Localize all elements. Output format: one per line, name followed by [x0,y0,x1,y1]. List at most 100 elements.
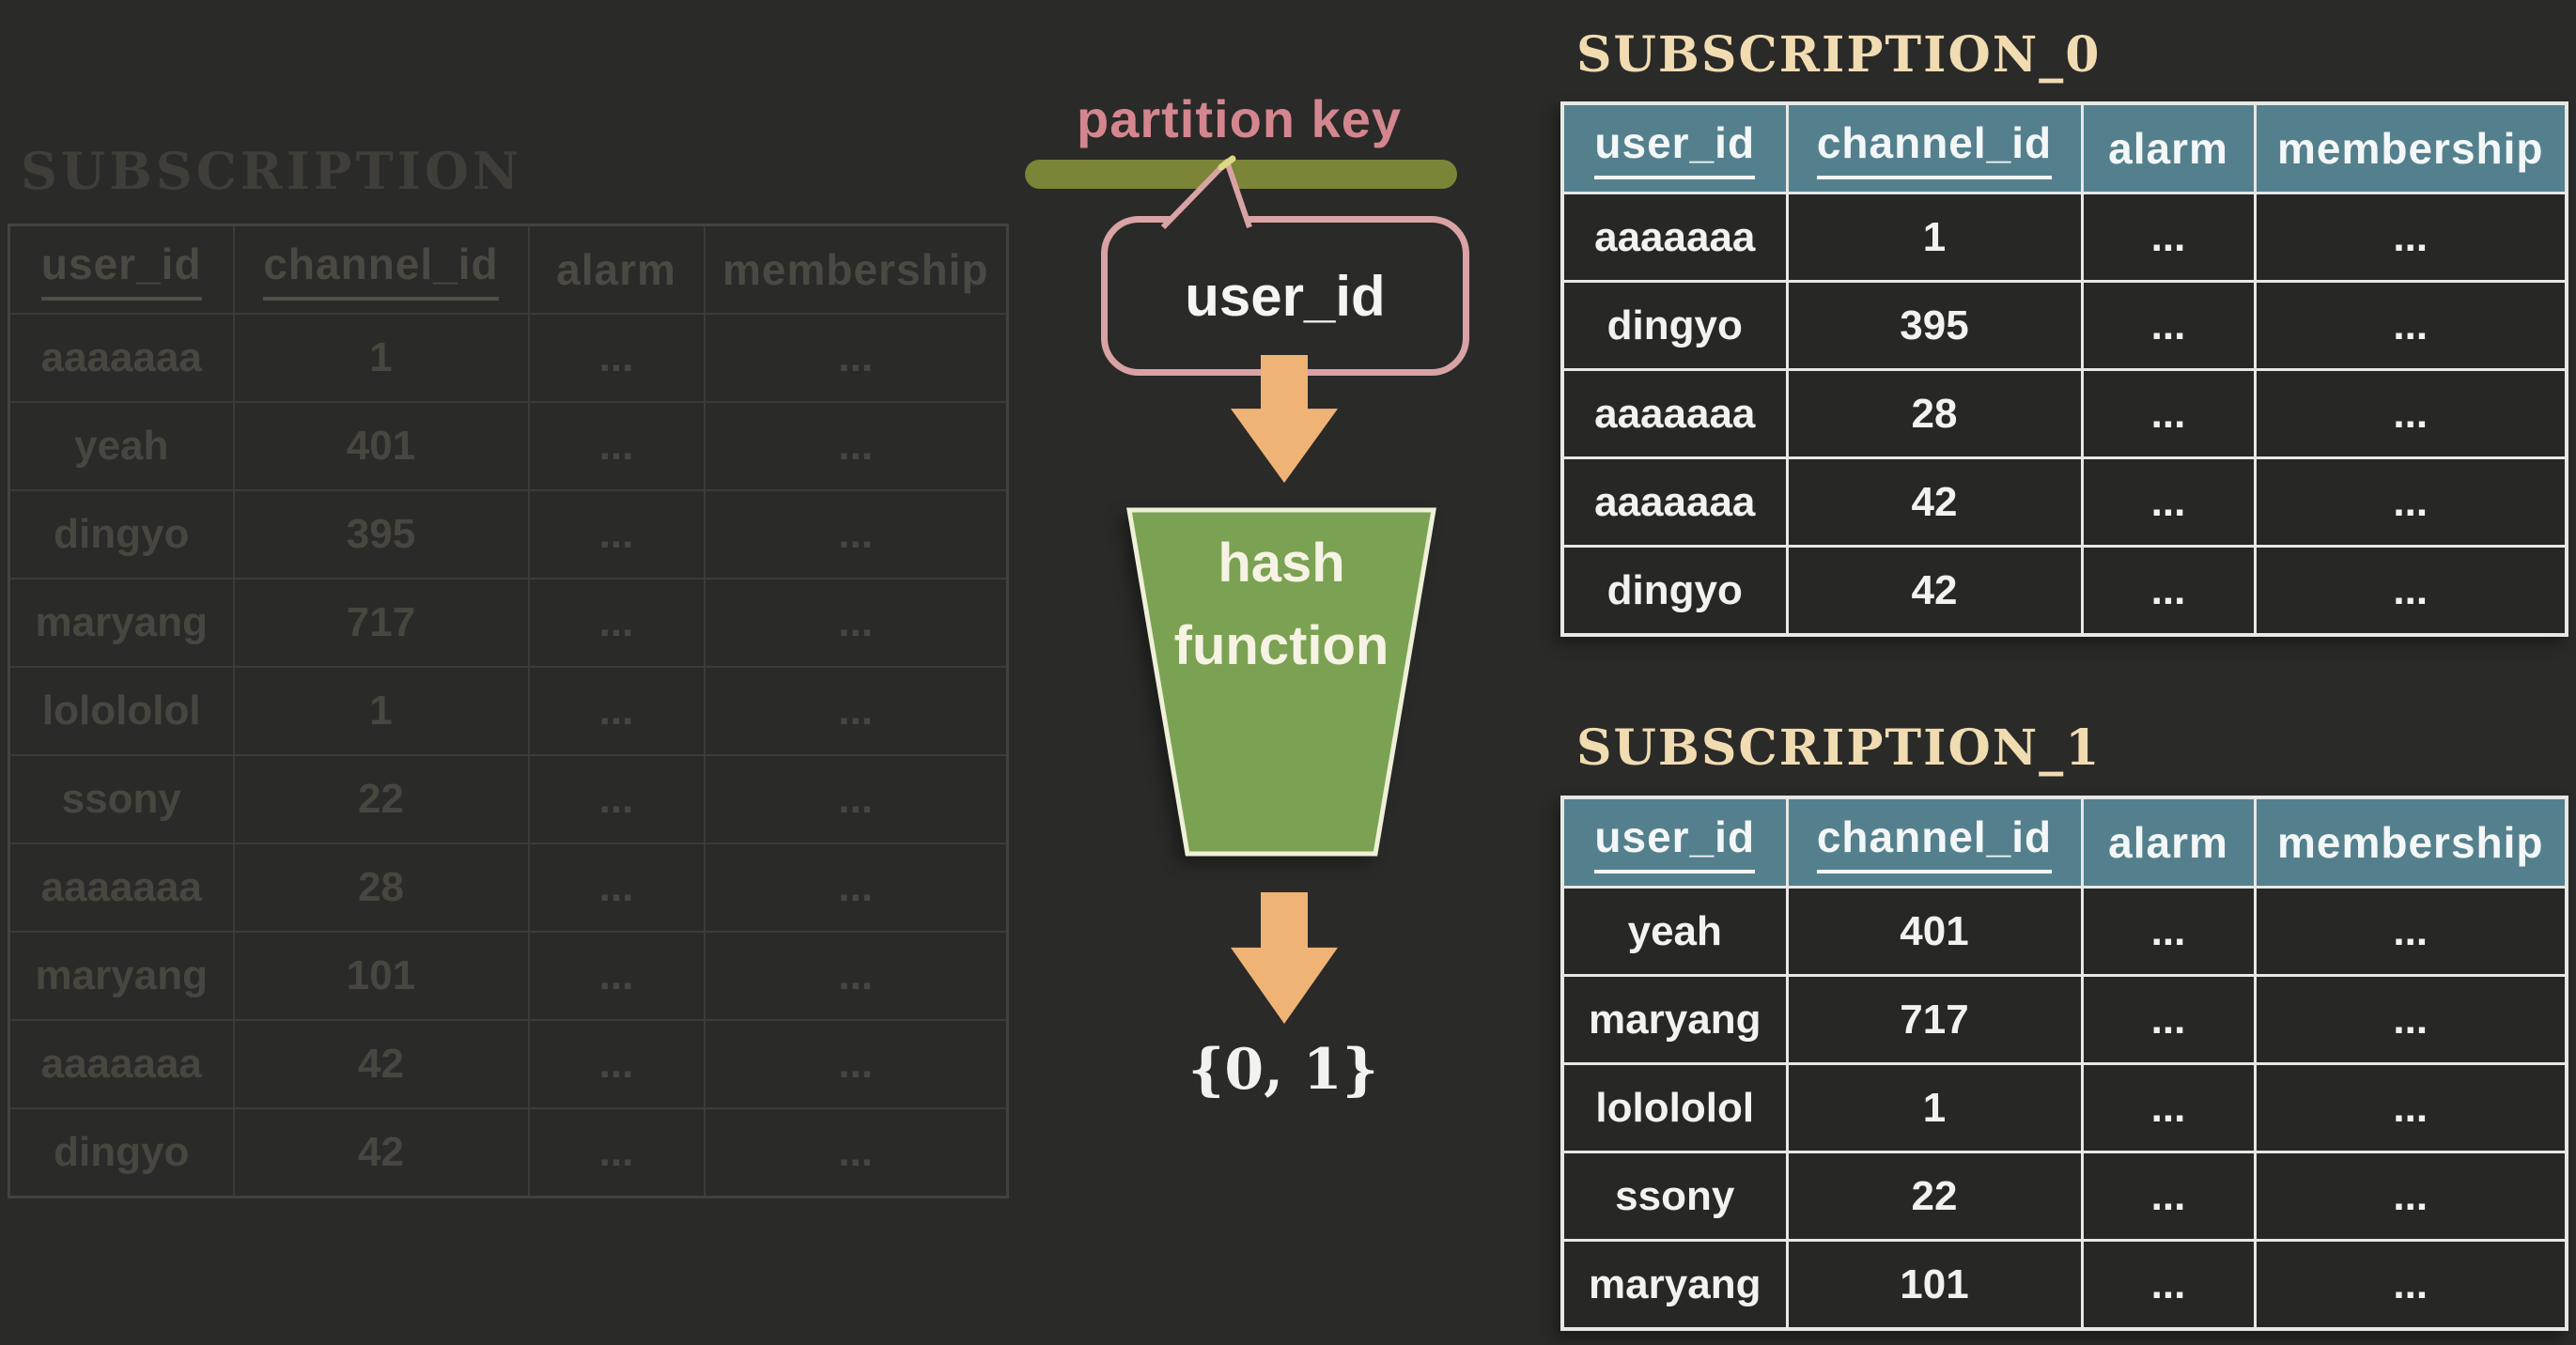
table-cell: ... [2253,1151,2568,1242]
table-cell: ... [703,843,1009,933]
hash-function-label: hash function [1173,533,1389,676]
column-header-membership: membership [2253,796,2568,889]
table-cell: aaaaaaa [8,313,235,403]
table-cell: ... [527,1107,706,1198]
table-cell: ... [2080,368,2257,459]
column-header-membership: membership [2253,101,2568,194]
table-cell: maryang [1560,974,1789,1065]
table-cell: 42 [1785,456,2084,548]
table-cell: 717 [232,578,530,668]
table-cell: 42 [1785,545,2084,637]
left-table-title: SUBSCRIPTION [21,141,523,201]
column-header-channel_id: channel_id [232,224,530,315]
table-cell: ... [527,578,706,668]
table-cell: ... [2080,280,2257,371]
partition-key-label: partition key [1077,89,1402,148]
table-cell: ... [2253,545,2568,637]
table-cell: aaaaaaa [1560,192,1789,283]
table-cell: 22 [232,754,530,844]
table-cell: ... [2253,192,2568,283]
table-cell: 42 [232,1019,530,1109]
table-cell: 717 [1785,974,2084,1065]
table-cell: ... [703,754,1009,844]
table-cell: ... [703,578,1009,668]
table-cell: ... [527,931,706,1021]
table-cell: aaaaaaa [1560,456,1789,548]
hash-function-funnel [1126,507,1436,857]
table-cell: lolololol [1560,1062,1789,1153]
table-cell: ... [703,666,1009,756]
table-cell: 42 [232,1107,530,1198]
table-cell: maryang [8,931,235,1021]
table-cell: ... [703,1107,1009,1198]
column-header-alarm: alarm [2080,101,2257,194]
table-cell: ... [527,313,706,403]
column-header-user_id: user_id [8,224,235,315]
table-cell: ... [2080,456,2257,548]
table-cell: ssony [8,754,235,844]
table-cell: ... [703,401,1009,491]
table-cell: ... [527,843,706,933]
column-header-membership: membership [703,224,1009,315]
table-cell: ... [2080,1151,2257,1242]
table-cell: maryang [8,578,235,668]
table-cell: dingyo [8,489,235,580]
table-cell: dingyo [8,1107,235,1198]
table-cell: ... [527,754,706,844]
table-cell: 401 [232,401,530,491]
column-header-user_id: user_id [1560,101,1789,194]
table-cell: 1 [1785,1062,2084,1153]
table-cell: ... [2080,1062,2257,1153]
partition-key-value: user_id [1185,264,1386,328]
table-cell: ... [2080,192,2257,283]
table-cell: 101 [232,931,530,1021]
table-cell: 1 [232,666,530,756]
column-header-channel_id: channel_id [1785,101,2084,194]
table-cell: ... [2080,545,2257,637]
callout-tail [1160,155,1252,229]
column-header-user_id: user_id [1560,796,1789,889]
table-cell: ... [527,401,706,491]
arrow-down-icon [1231,355,1338,484]
table-cell: 1 [232,313,530,403]
table-cell: ... [527,1019,706,1109]
column-header-alarm: alarm [527,224,706,315]
table-cell: ... [2253,1062,2568,1153]
hash-function-label-wrap: hash function [1124,522,1439,688]
table-cell: ... [527,666,706,756]
table-cell: ... [703,1019,1009,1109]
table-cell: 101 [1785,1239,2084,1331]
partition-key-highlight-bar [1025,160,1457,189]
table-cell: 28 [232,843,530,933]
hash-output-set: {0, 1} [1187,1037,1379,1103]
table-cell: ... [703,313,1009,403]
table-cell: ssony [1560,1151,1789,1242]
table-cell: aaaaaaa [8,843,235,933]
table-cell: dingyo [1560,280,1789,371]
column-header-channel_id: channel_id [1785,796,2084,889]
table-cell: ... [2253,1239,2568,1331]
table-cell: ... [703,489,1009,580]
table-cell: 395 [232,489,530,580]
subscription-0-title: SUBSCRIPTION_0 [1576,26,2102,84]
table-cell: 28 [1785,368,2084,459]
